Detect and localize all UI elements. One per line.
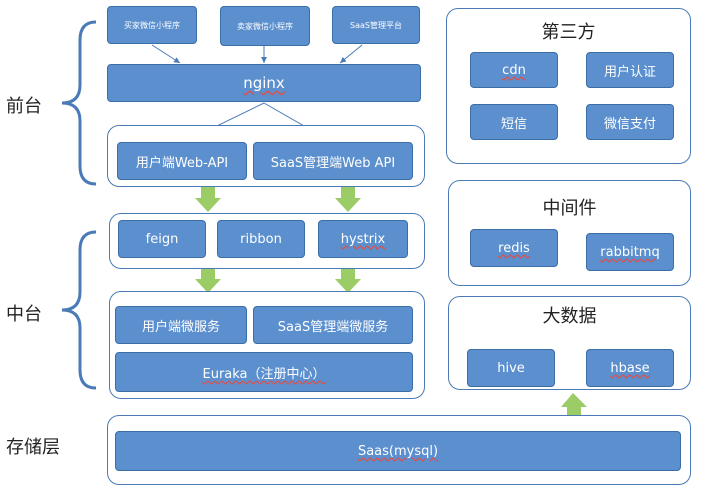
component-hystrix: hystrix	[318, 220, 408, 258]
bigdata-hive: hive	[467, 349, 555, 387]
arrow-down-1	[195, 186, 221, 212]
arrow-up-bigdata	[561, 393, 587, 421]
layer-label-middle: 中台	[6, 304, 42, 325]
registry-label: Euraka（注册中心）	[202, 366, 326, 382]
middleware-rabbitmq: rabbitmq	[586, 233, 674, 271]
layer-label-storage: 存储层	[6, 437, 60, 458]
middleware-title: 中间件	[542, 198, 597, 219]
miniapp-buyer: 买家微信小程序	[107, 6, 197, 44]
frontend-brace	[61, 20, 97, 186]
api-saas-admin: SaaS管理端Web API	[253, 142, 413, 180]
db-label: Saas(mysql)	[357, 443, 439, 459]
third-party-wechat-pay: 微信支付	[586, 104, 674, 140]
miniapp-saas-admin: SaaS管理平台	[332, 6, 420, 44]
middle-brace	[61, 230, 97, 390]
service-saas-admin: SaaS管理端微服务	[253, 306, 413, 344]
component-ribbon: ribbon	[217, 220, 305, 258]
bigdata-hbase: hbase	[586, 349, 674, 387]
arrow-down-4	[335, 266, 361, 293]
db-mysql: Saas(mysql)	[115, 431, 681, 471]
rabbitmq-label: rabbitmq	[600, 244, 660, 260]
arrow-down-2	[335, 186, 361, 212]
miniapp-seller: 卖家微信小程序	[220, 6, 310, 46]
cdn-label: cdn	[502, 62, 526, 78]
middleware-redis: redis	[470, 229, 558, 267]
hbase-label: hbase	[610, 360, 650, 376]
third-party-cdn: cdn	[470, 52, 558, 88]
layer-label-frontend: 前台	[6, 96, 42, 117]
connector-miniapp1-nginx	[151, 44, 181, 64]
connector-miniapp3-nginx	[339, 44, 363, 64]
bigdata-title: 大数据	[542, 306, 597, 327]
arrow-down-3	[195, 266, 221, 293]
component-feign: feign	[118, 220, 206, 258]
service-user: 用户端微服务	[115, 306, 247, 344]
third-party-title: 第三方	[541, 22, 596, 43]
third-party-auth: 用户认证	[586, 52, 674, 88]
redis-label: redis	[498, 240, 530, 256]
service-registry: Euraka（注册中心）	[115, 352, 413, 392]
hystrix-label: hystrix	[340, 231, 386, 247]
api-user: 用户端Web-API	[117, 142, 247, 180]
nginx-label: nginx	[243, 74, 285, 92]
third-party-sms: 短信	[470, 104, 558, 140]
nginx-gateway: nginx	[107, 64, 421, 102]
